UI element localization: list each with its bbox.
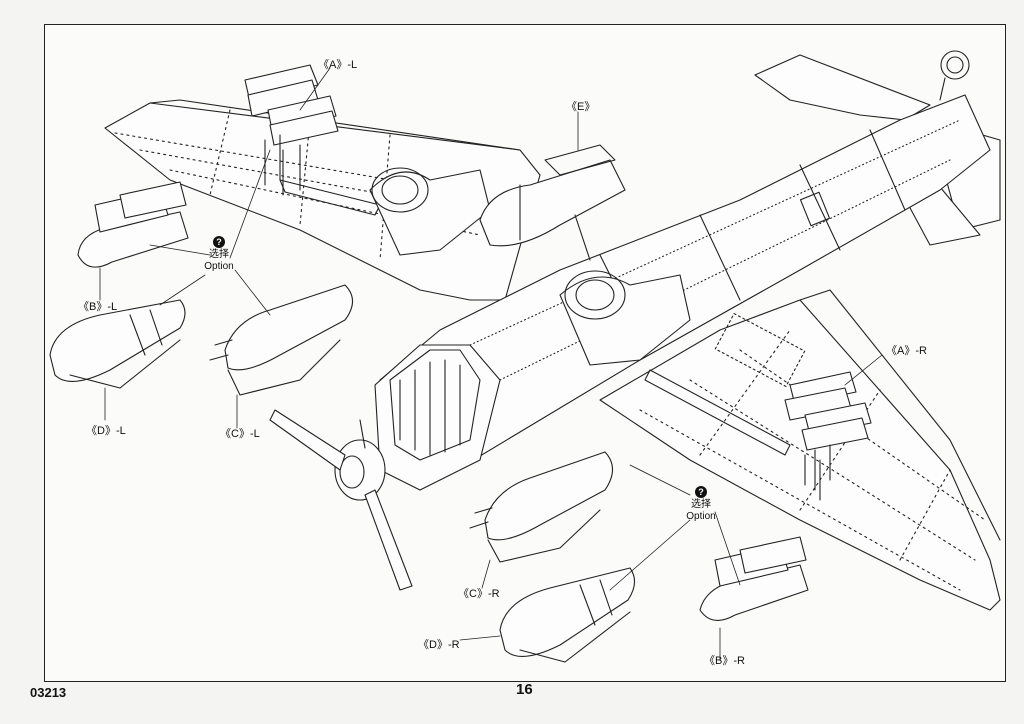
label-e: 《E》: [566, 101, 596, 113]
part-c-r-gun-pack: [469, 451, 614, 563]
label-b-l: 《B》-L: [78, 301, 118, 313]
label-a-r: 《A》-R: [886, 345, 927, 357]
label-d-r: 《D》-R: [418, 639, 460, 651]
page-number: 16: [516, 681, 533, 698]
product-code: 03213: [30, 685, 67, 700]
option-cn-text: 选择: [691, 499, 711, 510]
label-c-l: 《C》-L: [220, 428, 260, 440]
label-d-l: 《D》-L: [86, 425, 126, 437]
option-callout-right: ? 选择 Option: [676, 486, 726, 523]
right-wing: [599, 289, 1001, 611]
option-badge-icon: ?: [213, 236, 225, 248]
label-b-r: 《B》-R: [704, 655, 745, 667]
option-en-text: Option: [686, 511, 716, 522]
part-d-l-drop-tank: [49, 299, 186, 389]
part-b-r-rack: [699, 536, 809, 621]
part-b-l-rack: [77, 181, 189, 268]
part-d-r-drop-tank: [499, 567, 636, 663]
option-badge-icon: ?: [695, 486, 707, 498]
label-a-l: 《A》-L: [318, 59, 358, 71]
part-c-l-gun-pack: [209, 284, 354, 396]
option-cn-text: 选择: [209, 249, 229, 260]
part-a-r-rockets: [784, 371, 872, 501]
part-e-drop-tank: [479, 144, 626, 261]
part-a-l-rockets: [244, 64, 339, 196]
nacelles: [369, 167, 691, 366]
option-en-text: Option: [204, 261, 234, 272]
label-c-r: 《C》-R: [458, 588, 500, 600]
option-callout-left: ? 选择 Option: [194, 236, 244, 273]
engine-and-propeller: [269, 344, 501, 591]
leader-lines: [99, 67, 883, 661]
